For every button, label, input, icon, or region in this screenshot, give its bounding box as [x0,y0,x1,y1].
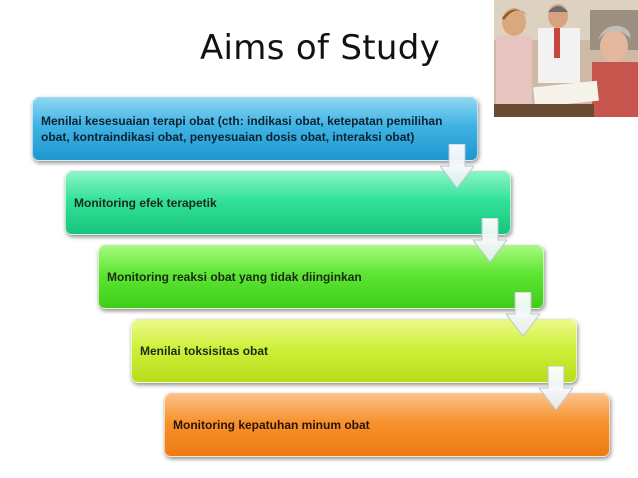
step-5-text: Monitoring kepatuhan minum obat [173,418,370,432]
caregivers-photo [494,0,638,117]
step-2-text: Monitoring efek terapetik [74,196,217,210]
step-5: Monitoring kepatuhan minum obat [164,393,610,457]
step-4-text: Menilai toksisitas obat [140,344,269,358]
down-arrow-icon [473,218,507,262]
step-1-text: Menilai kesesuaian terapi obat (cth: ind… [41,114,443,144]
step-1: Menilai kesesuaian terapi obat (cth: ind… [32,97,478,161]
down-arrow-icon [506,292,540,336]
step-3: Monitoring reaksi obat yang tidak diingi… [98,245,544,309]
step-2: Monitoring efek terapetik [65,171,511,235]
slide-title: Aims of Study [200,28,440,68]
down-arrow-icon [440,144,474,188]
step-3-text: Monitoring reaksi obat yang tidak diingi… [107,270,362,284]
down-arrow-icon [539,366,573,410]
step-4: Menilai toksisitas obat [131,319,577,383]
